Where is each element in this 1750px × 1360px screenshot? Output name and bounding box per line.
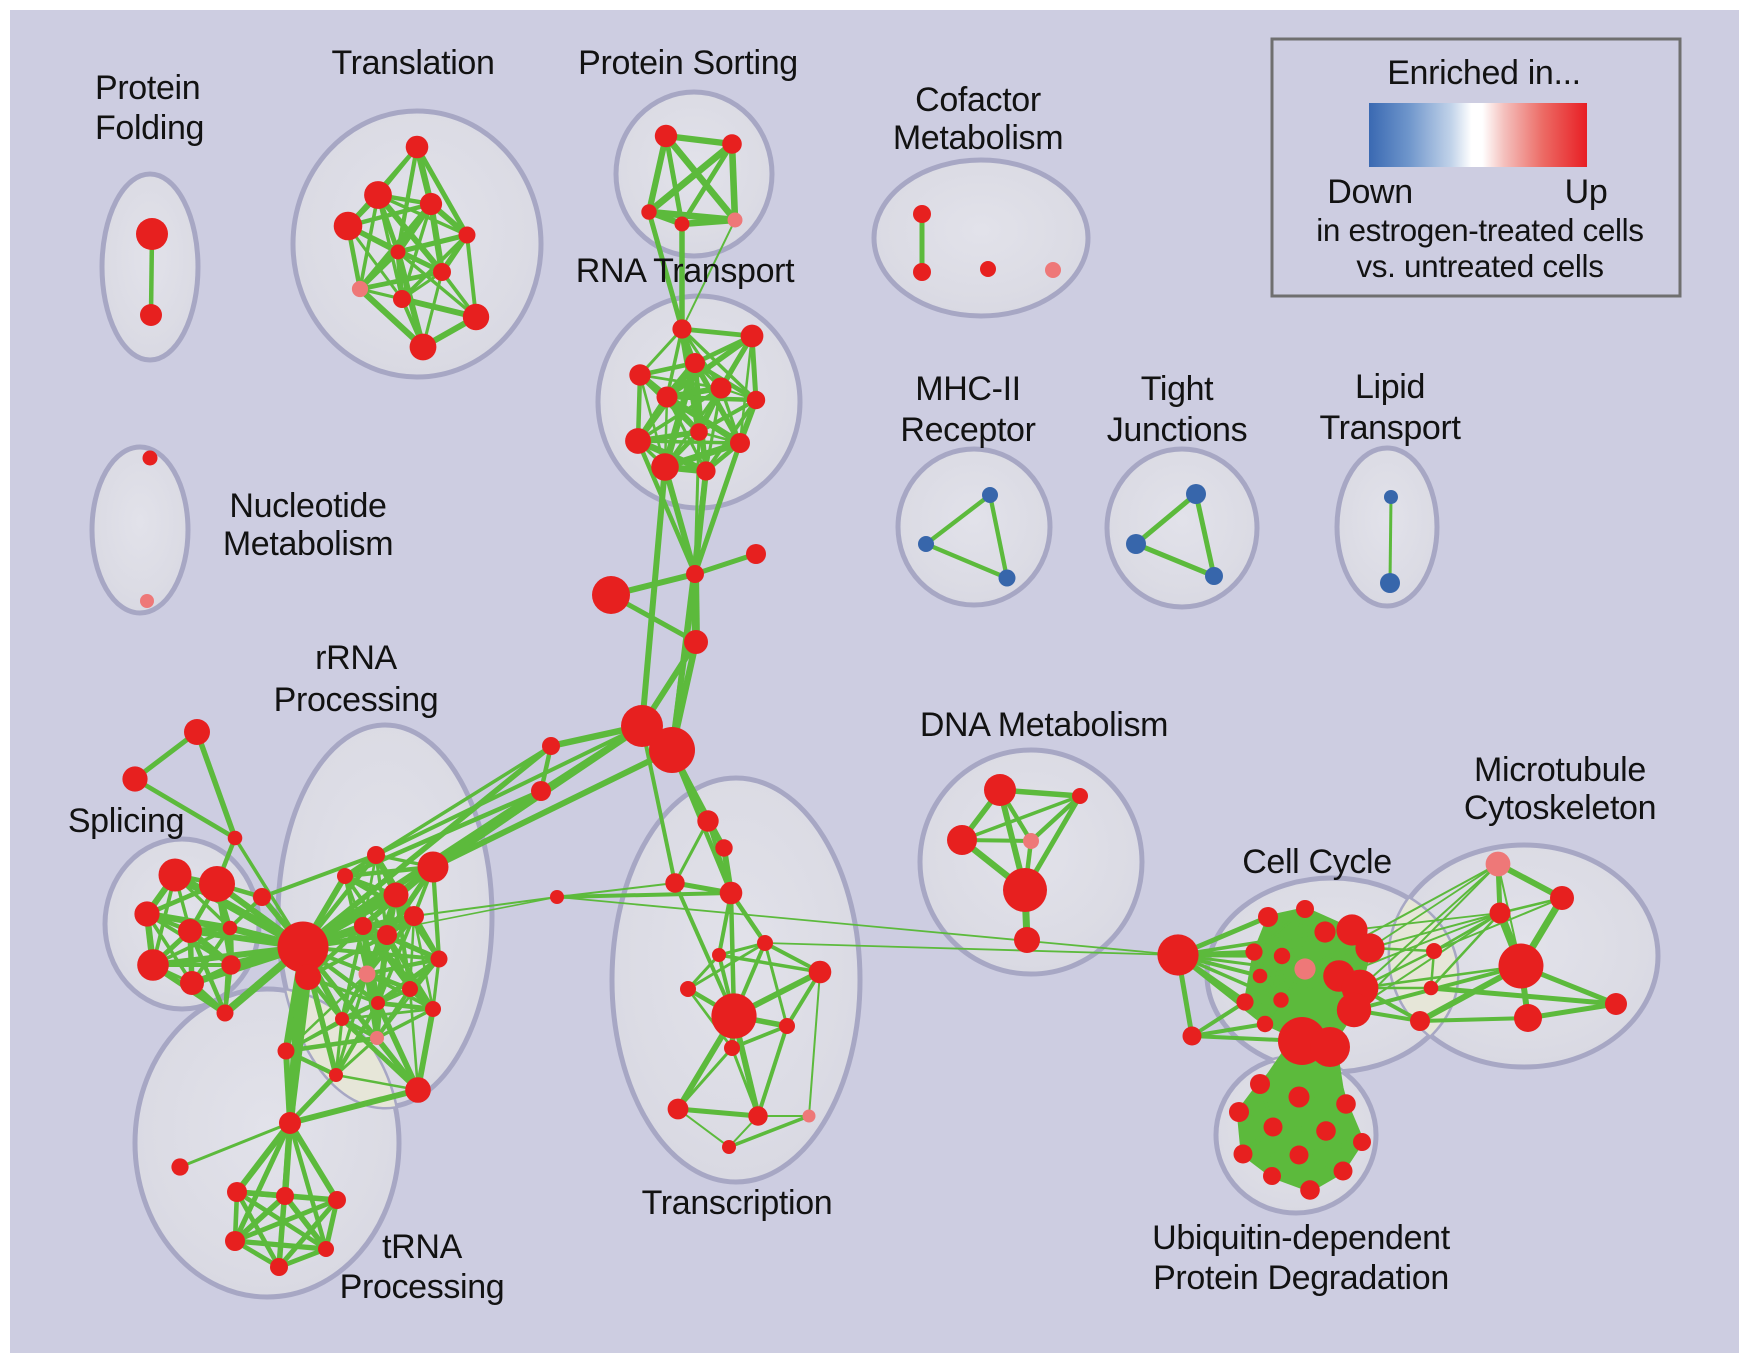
- svg-text:Cofactor: Cofactor: [915, 81, 1041, 119]
- svg-text:Protein Degradation: Protein Degradation: [1153, 1259, 1449, 1297]
- svg-text:Metabolism: Metabolism: [893, 119, 1063, 157]
- svg-text:Down: Down: [1327, 173, 1413, 211]
- svg-text:Junctions: Junctions: [1107, 411, 1248, 449]
- svg-text:Microtubule: Microtubule: [1474, 751, 1646, 789]
- svg-text:vs. untreated cells: vs. untreated cells: [1356, 248, 1603, 284]
- svg-text:Translation: Translation: [331, 44, 494, 82]
- svg-text:Ubiquitin-dependent: Ubiquitin-dependent: [1152, 1219, 1451, 1257]
- svg-text:Lipid: Lipid: [1355, 368, 1425, 406]
- svg-text:Receptor: Receptor: [900, 411, 1035, 449]
- svg-text:Protein: Protein: [95, 69, 200, 107]
- svg-text:in estrogen-treated cells: in estrogen-treated cells: [1316, 212, 1643, 248]
- svg-text:Up: Up: [1565, 173, 1608, 211]
- svg-text:RNA Transport: RNA Transport: [576, 252, 795, 290]
- svg-text:Nucleotide: Nucleotide: [229, 487, 386, 525]
- svg-text:Tight: Tight: [1141, 370, 1214, 408]
- svg-text:Enriched in...: Enriched in...: [1387, 54, 1581, 92]
- svg-text:Splicing: Splicing: [68, 802, 184, 840]
- svg-text:tRNA: tRNA: [382, 1228, 463, 1266]
- svg-text:MHC-II: MHC-II: [915, 370, 1021, 408]
- svg-text:Processing: Processing: [274, 681, 439, 719]
- svg-text:Processing: Processing: [340, 1268, 505, 1306]
- svg-text:DNA Metabolism: DNA Metabolism: [920, 706, 1168, 744]
- svg-text:Protein Sorting: Protein Sorting: [578, 44, 798, 82]
- svg-text:rRNA: rRNA: [315, 639, 397, 677]
- svg-text:Transcription: Transcription: [642, 1184, 833, 1222]
- svg-text:Cytoskeleton: Cytoskeleton: [1464, 789, 1656, 827]
- svg-text:Cell Cycle: Cell Cycle: [1242, 843, 1392, 881]
- svg-text:Transport: Transport: [1319, 409, 1461, 447]
- svg-text:Metabolism: Metabolism: [223, 525, 393, 563]
- svg-text:Folding: Folding: [95, 109, 204, 147]
